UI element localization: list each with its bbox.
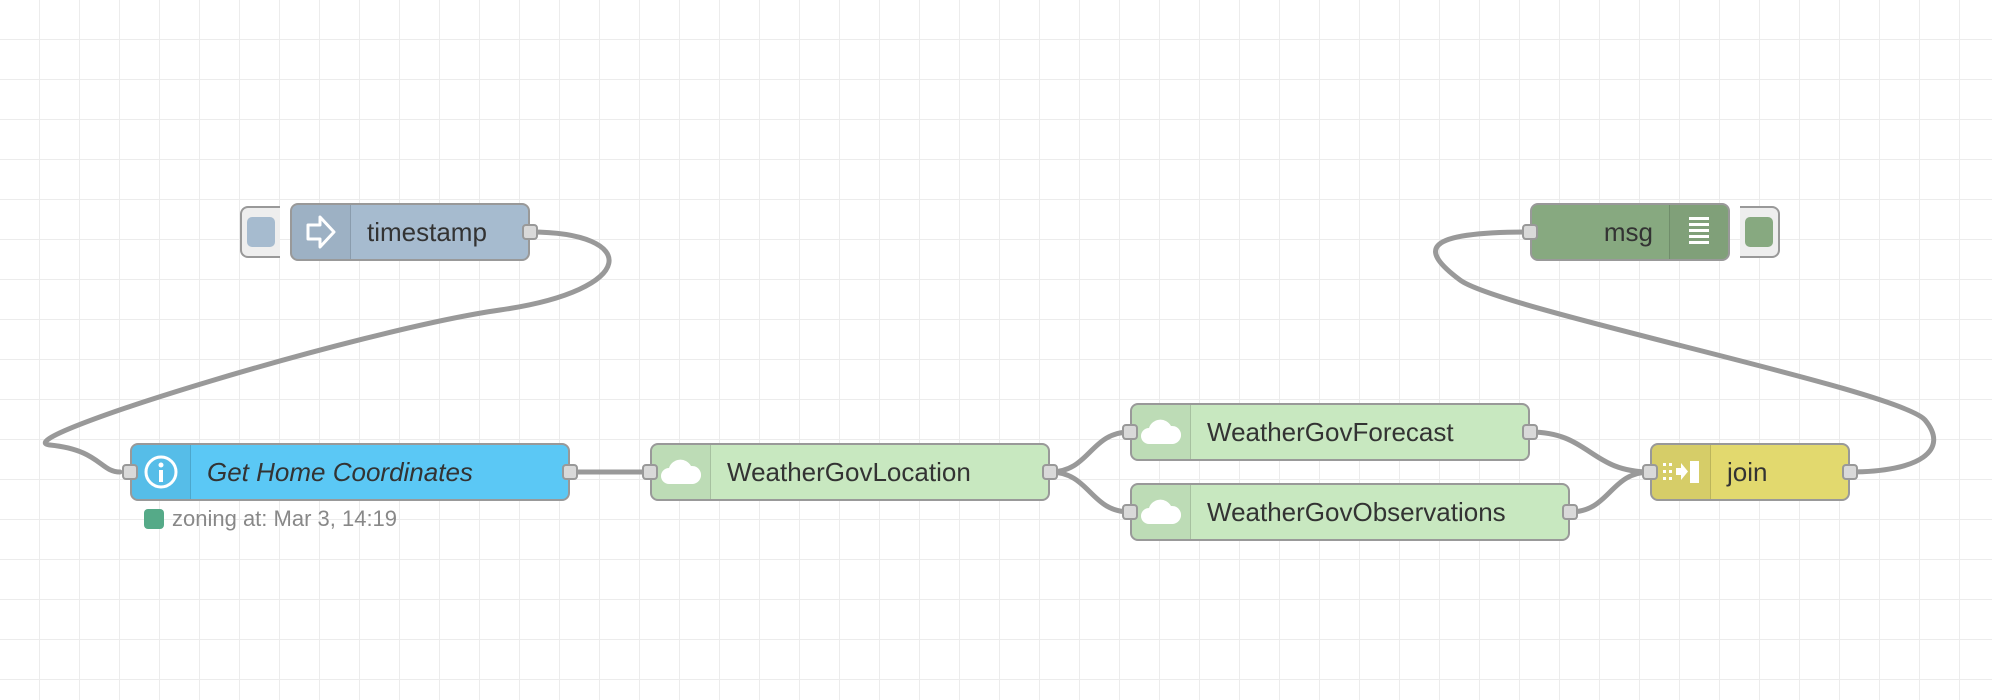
join-icon	[1652, 445, 1711, 499]
output-port[interactable]	[562, 464, 578, 480]
output-port[interactable]	[1042, 464, 1058, 480]
input-port[interactable]	[1522, 224, 1538, 240]
cloud-icon	[652, 445, 711, 499]
node-label: msg	[1603, 216, 1653, 247]
status-dot	[144, 509, 164, 529]
weather-node-observations[interactable]: WeatherGovObservations	[1122, 483, 1578, 541]
node-label: Get Home Coordinates	[207, 456, 473, 487]
wire-join-to-debug[interactable]	[1433, 229, 1937, 475]
arrow-in-icon	[292, 205, 351, 259]
node-label: join	[1727, 456, 1768, 487]
wire-observations-to-join[interactable]	[1567, 469, 1653, 515]
input-port[interactable]	[122, 464, 138, 480]
weather-node-forecast[interactable]: WeatherGovForecast	[1122, 403, 1538, 461]
output-port[interactable]	[1522, 424, 1538, 440]
input-port[interactable]	[1122, 424, 1138, 440]
input-port[interactable]	[642, 464, 658, 480]
debug-toggle-button[interactable]	[1740, 206, 1780, 258]
wire-location-to-observations[interactable]	[1047, 469, 1133, 515]
info-icon	[132, 445, 191, 499]
inject-trigger-button[interactable]	[240, 206, 280, 258]
output-port[interactable]	[522, 224, 538, 240]
debug-node-msg[interactable]: msg	[1522, 203, 1780, 261]
output-port[interactable]	[1562, 504, 1578, 520]
cloud-icon	[1132, 485, 1191, 539]
function-node-get-home-coordinates[interactable]: Get Home Coordinates	[122, 443, 578, 501]
inject-node-timestamp[interactable]: timestamp	[240, 203, 538, 261]
node-label: timestamp	[367, 216, 487, 247]
input-port[interactable]	[1122, 504, 1138, 520]
output-port[interactable]	[1842, 464, 1858, 480]
cloud-icon	[1132, 405, 1191, 459]
wire-timestamp-to-coordinates[interactable]	[43, 229, 612, 475]
node-label: WeatherGovLocation	[727, 456, 971, 487]
status-text: zoning at: Mar 3, 14:19	[172, 506, 398, 531]
weather-node-location[interactable]: WeatherGovLocation	[642, 443, 1058, 501]
list-icon	[1669, 205, 1728, 259]
wire-forecast-to-join[interactable]	[1527, 429, 1653, 475]
join-node[interactable]: join	[1642, 443, 1858, 501]
node-label: WeatherGovObservations	[1207, 496, 1506, 527]
node-label: WeatherGovForecast	[1207, 416, 1454, 447]
input-port[interactable]	[1642, 464, 1658, 480]
node-status: zoning at: Mar 3, 14:19	[144, 506, 397, 532]
wire-location-to-forecast[interactable]	[1047, 429, 1133, 475]
